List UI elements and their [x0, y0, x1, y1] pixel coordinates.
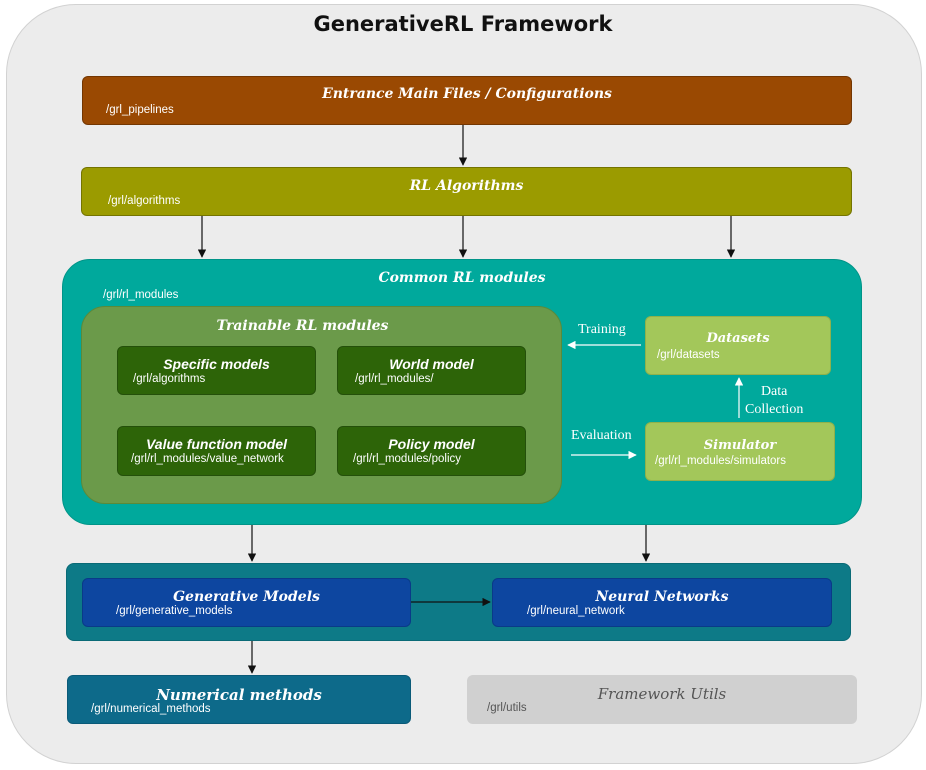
rl-algorithms-box: RL Algorithms /grl/algorithms — [81, 167, 852, 216]
specific-models-title: Specific models — [163, 356, 270, 372]
framework-utils-box: Framework Utils /grl/utils — [467, 675, 857, 724]
value-function-model-title: Value function model — [145, 436, 288, 452]
simulator-path: /grl/rl_modules/simulators — [655, 455, 787, 467]
policy-model-title: Policy model — [388, 436, 475, 452]
world-model-title: World model — [389, 356, 474, 372]
datasets-path: /grl/datasets — [657, 349, 720, 361]
data-collection-label: Data Collection — [745, 384, 804, 417]
neural-networks-box: Neural Networks /grl/neural_network — [492, 578, 832, 627]
neural-networks-path: /grl/neural_network — [527, 605, 625, 617]
rl-algorithms-title: RL Algorithms — [409, 178, 524, 194]
simulator-title: Simulator — [703, 438, 777, 453]
simulator-box: Simulator /grl/rl_modules/simulators — [645, 422, 835, 481]
datasets-box: Datasets /grl/datasets — [645, 316, 831, 375]
policy-model-path: /grl/rl_modules/policy — [353, 453, 462, 465]
framework-utils-path: /grl/utils — [487, 702, 527, 714]
world-model-box: World model /grl/rl_modules/ — [337, 346, 526, 395]
entrance-title: Entrance Main Files / Configurations — [322, 86, 612, 102]
generative-models-path: /grl/generative_models — [116, 605, 233, 617]
neural-networks-title: Neural Networks — [595, 589, 729, 605]
numerical-methods-title: Numerical methods — [156, 686, 322, 704]
common-rl-modules-path: /grl/rl_modules — [103, 289, 179, 301]
trainable-rl-modules-title: Trainable RL modules — [216, 318, 389, 334]
framework-utils-title: Framework Utils — [597, 685, 727, 703]
common-rl-modules-title: Common RL modules — [378, 270, 546, 286]
value-function-model-box: Value function model /grl/rl_modules/val… — [117, 426, 316, 476]
generative-models-box: Generative Models /grl/generative_models — [82, 578, 411, 627]
training-label: Training — [578, 322, 626, 337]
policy-model-box: Policy model /grl/rl_modules/policy — [337, 426, 526, 476]
framework-title: GenerativeRL Framework — [313, 12, 613, 36]
numerical-methods-box: Numerical methods /grl/numerical_methods — [67, 675, 411, 724]
evaluation-label: Evaluation — [571, 428, 632, 443]
generative-models-title: Generative Models — [173, 589, 320, 605]
entrance-path: /grl_pipelines — [106, 104, 174, 116]
numerical-methods-path: /grl/numerical_methods — [91, 703, 211, 715]
entrance-box: Entrance Main Files / Configurations /gr… — [82, 76, 852, 125]
specific-models-box: Specific models /grl/algorithms — [117, 346, 316, 395]
rl-algorithms-path: /grl/algorithms — [108, 195, 181, 207]
value-function-model-path: /grl/rl_modules/value_network — [131, 453, 284, 465]
world-model-path: /grl/rl_modules/ — [355, 373, 434, 385]
specific-models-path: /grl/algorithms — [133, 373, 206, 385]
datasets-title: Datasets — [706, 331, 770, 346]
